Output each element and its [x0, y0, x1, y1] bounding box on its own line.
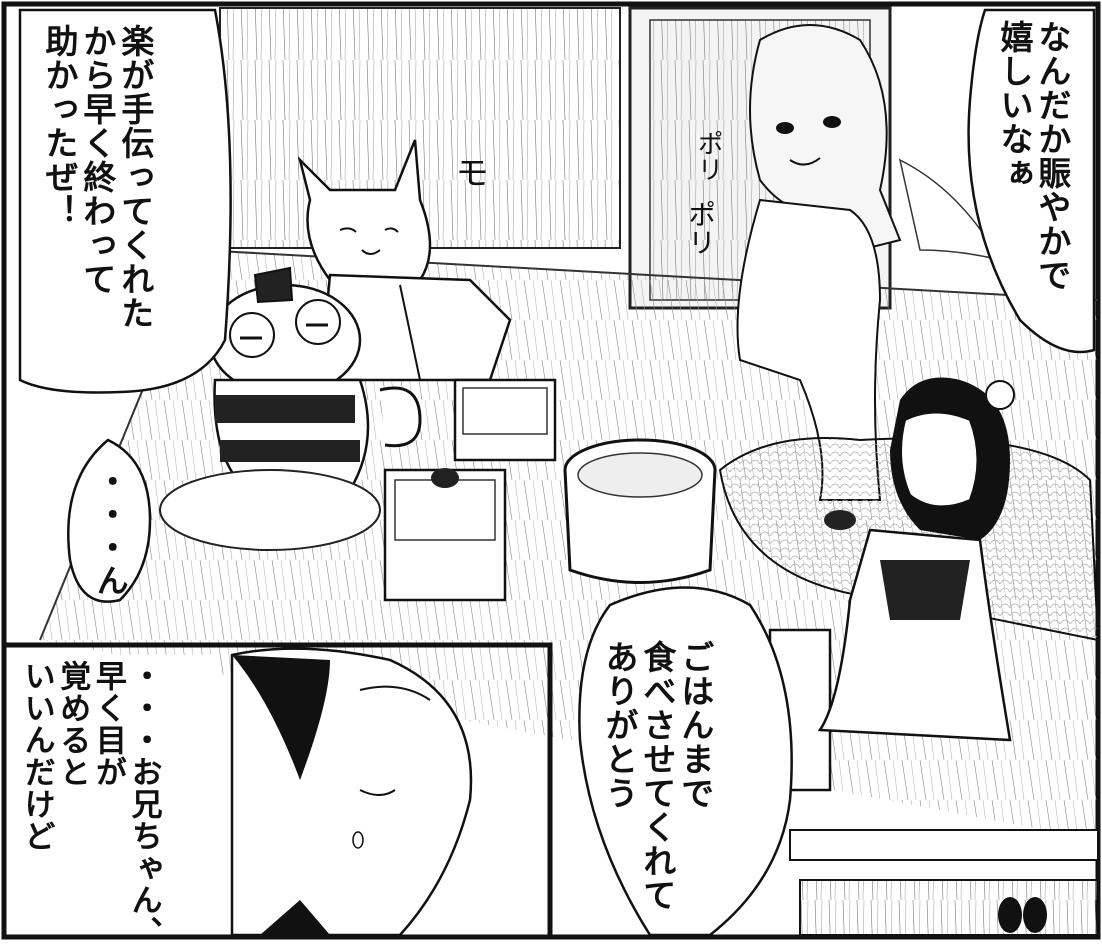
tanuki-speech: 楽が手伝ってくれた から早く終わって 助かったぜ！: [39, 24, 155, 330]
bubble-woman: [967, 8, 1096, 354]
bubble-tanuki: [18, 8, 232, 394]
cushion-left: [159, 469, 381, 551]
rice-tub: [563, 438, 717, 584]
sfx-bori-1: ポリ: [693, 130, 723, 182]
girl-speech: ごはんまで 食べさせてくれて ありがとう: [599, 640, 715, 912]
narration-text: ・・・お兄ちゃん、 早く目が 覚めると いいんだけど: [18, 660, 162, 948]
girl-character: [817, 377, 1015, 742]
sfx-mochi: モ: [449, 155, 489, 189]
brother-character: [230, 647, 473, 937]
frog-speech: ・・・ん: [91, 465, 130, 597]
woman-speech: なんだか賑やかで 嬉しいなぁ: [994, 20, 1072, 292]
bubble-girl: [578, 586, 793, 937]
stairs: [789, 829, 1099, 936]
frog-character: [208, 266, 422, 502]
bubble-frog: [67, 438, 152, 603]
narration-box: [10, 655, 220, 930]
fox-character: [297, 139, 512, 382]
panel-border-lower: [6, 642, 553, 935]
sfx-bori-2: ポリ: [684, 200, 717, 256]
